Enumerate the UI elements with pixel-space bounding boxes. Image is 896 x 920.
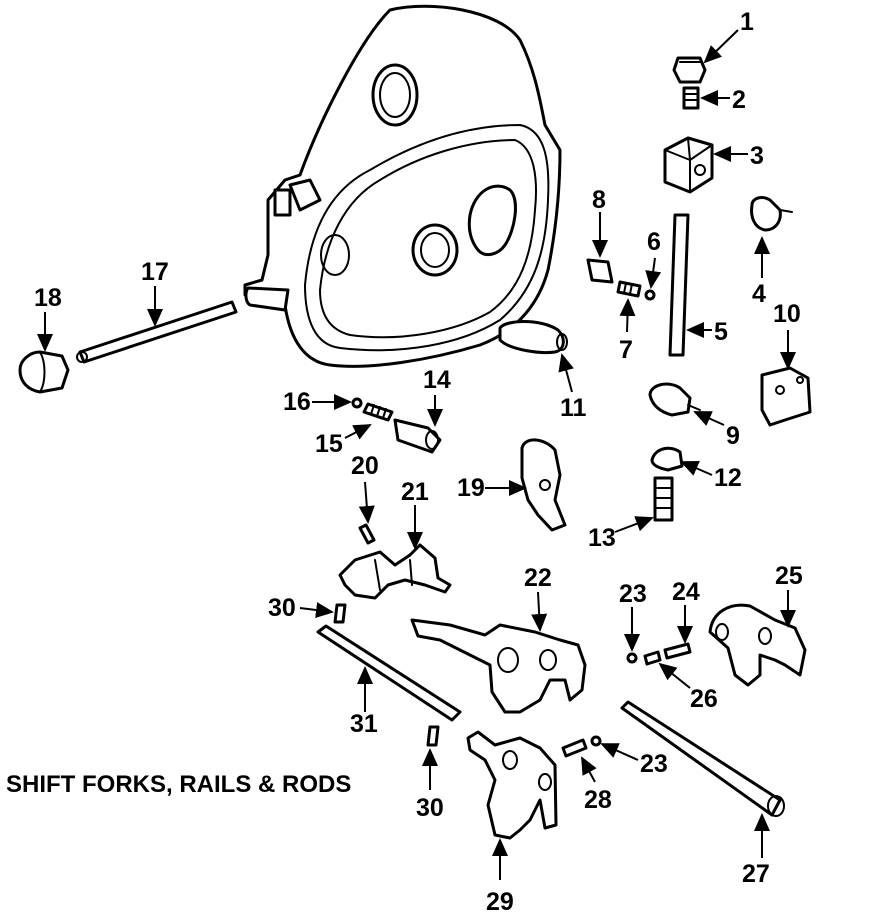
callout-22: 22 bbox=[524, 564, 552, 592]
callout-8: 8 bbox=[592, 186, 606, 214]
callout-30-second: 30 bbox=[416, 794, 444, 822]
part-31-rod bbox=[316, 624, 462, 722]
part-30-pin-upper bbox=[333, 603, 347, 624]
callout-20: 20 bbox=[351, 452, 379, 480]
leader-lines bbox=[37, 29, 796, 880]
callout-23: 23 bbox=[619, 580, 647, 608]
part-25-fork bbox=[708, 603, 807, 687]
part-17-rod bbox=[76, 300, 238, 364]
callout-4: 4 bbox=[752, 280, 766, 308]
part-1-plug bbox=[672, 56, 707, 84]
diagram-caption: SHIFT FORKS, RAILS & RODS bbox=[6, 771, 351, 798]
part-23b-ball bbox=[590, 735, 602, 747]
callout-15: 15 bbox=[315, 430, 343, 458]
part-18-cap bbox=[18, 350, 70, 394]
part-11-shaft bbox=[498, 320, 568, 354]
callout-3: 3 bbox=[750, 142, 764, 170]
part-23-ball bbox=[626, 652, 638, 664]
callout-17: 17 bbox=[141, 258, 169, 286]
part-7-spring bbox=[616, 280, 642, 298]
callout-14: 14 bbox=[423, 366, 451, 394]
callout-6: 6 bbox=[647, 228, 661, 256]
part-27-rod bbox=[620, 700, 785, 817]
part-2-spring bbox=[682, 86, 700, 110]
part-4-lever bbox=[750, 196, 793, 232]
part-19-selector bbox=[520, 438, 567, 532]
part-20-pin bbox=[358, 523, 376, 545]
callout-21: 21 bbox=[401, 478, 429, 506]
part-15-spring bbox=[362, 402, 394, 422]
callout-28: 28 bbox=[584, 786, 612, 814]
part-16-ball bbox=[351, 397, 363, 409]
callout-24: 24 bbox=[672, 578, 700, 606]
part-6-ball bbox=[644, 289, 656, 301]
part-9-pivot bbox=[648, 382, 701, 417]
part-5-rod bbox=[668, 213, 690, 357]
part-29-fork bbox=[466, 730, 558, 840]
callout-labels: 1 2 3 4 5 6 7 8 9 10 11 12 13 14 15 16 1… bbox=[34, 8, 803, 916]
callout-12: 12 bbox=[714, 464, 742, 492]
callout-10: 10 bbox=[773, 300, 801, 328]
callout-29: 29 bbox=[486, 888, 514, 916]
callout-18: 18 bbox=[34, 284, 62, 312]
callout-27: 27 bbox=[742, 860, 770, 888]
callout-11: 11 bbox=[560, 394, 587, 422]
callout-1: 1 bbox=[740, 8, 754, 36]
callout-30: 30 bbox=[268, 594, 296, 622]
callout-31: 31 bbox=[350, 710, 378, 738]
callout-26: 26 bbox=[690, 685, 718, 713]
callout-19: 19 bbox=[457, 474, 485, 502]
transmission-housing bbox=[243, 4, 562, 368]
part-28-spring bbox=[561, 738, 588, 758]
callout-2: 2 bbox=[732, 86, 746, 114]
callout-25: 25 bbox=[775, 562, 803, 590]
part-10-plate bbox=[760, 366, 812, 427]
part-13-spring bbox=[653, 476, 674, 522]
callout-16: 16 bbox=[283, 388, 311, 416]
part-24-pin bbox=[663, 642, 692, 660]
callout-5: 5 bbox=[714, 318, 728, 346]
callout-7: 7 bbox=[619, 336, 633, 364]
callout-13: 13 bbox=[588, 524, 616, 552]
part-3-block bbox=[663, 136, 714, 194]
part-8-sleeve bbox=[586, 258, 614, 284]
part-21-fork bbox=[338, 543, 452, 600]
part-14-shaft bbox=[393, 418, 442, 454]
part-26-pin bbox=[643, 650, 662, 666]
part-22-fork bbox=[410, 618, 587, 714]
part-30-pin-lower bbox=[426, 725, 440, 747]
part-12-cap bbox=[650, 446, 684, 472]
callout-23-second: 23 bbox=[640, 750, 668, 778]
callout-9: 9 bbox=[726, 422, 740, 450]
